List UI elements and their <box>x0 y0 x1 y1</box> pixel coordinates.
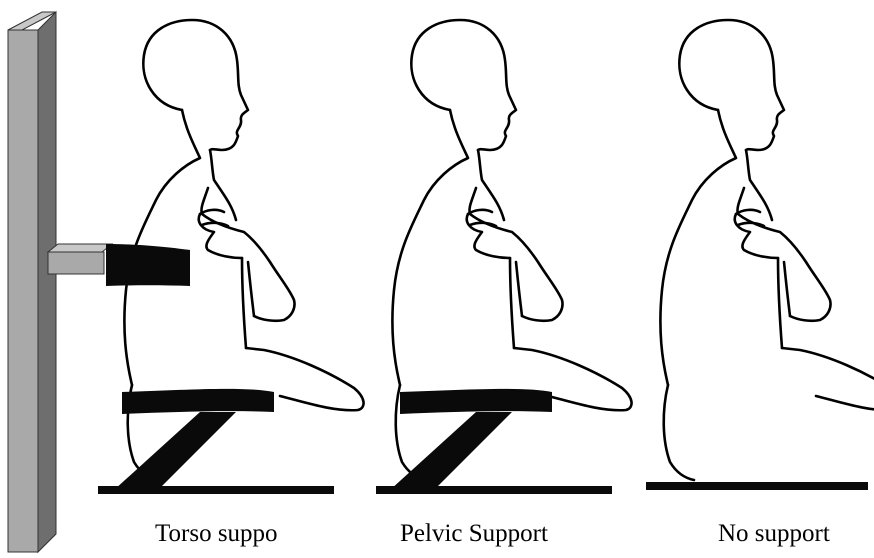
diagonal-strap <box>390 412 512 490</box>
floor-line <box>646 482 868 490</box>
figure-pelvic-support <box>376 20 632 494</box>
caption-pelvic-support: Pelvic Support <box>400 520 548 548</box>
figure-torso-support <box>98 20 364 494</box>
torso-strap <box>106 244 190 286</box>
figure-no-support <box>646 20 874 490</box>
floor-line <box>98 486 334 494</box>
pelvic-strap <box>400 389 552 414</box>
pelvic-strap <box>122 389 274 414</box>
support-post <box>8 12 56 552</box>
caption-no-support: No support <box>718 520 830 548</box>
diagonal-strap <box>114 412 236 490</box>
floor-line <box>376 486 612 494</box>
caption-torso-support: Torso suppo <box>155 520 278 548</box>
torso-support-arm <box>48 244 112 274</box>
